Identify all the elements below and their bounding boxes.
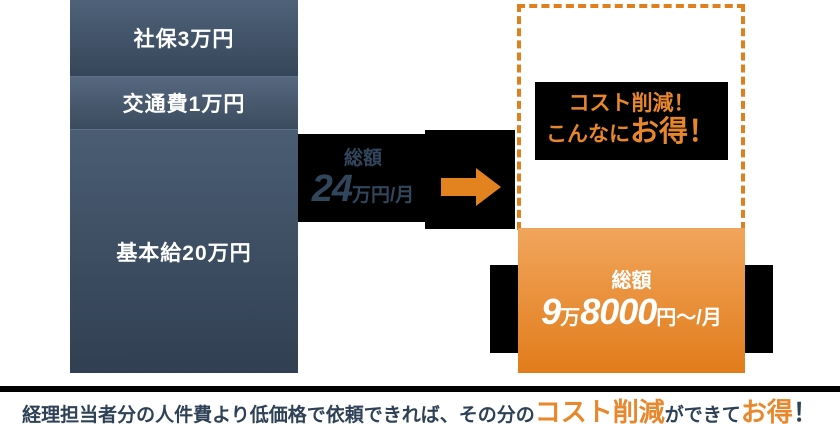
bar-segment-shaho-label: 社保3万円	[133, 28, 235, 51]
before-total-amount-row: 24 万円/月	[312, 170, 415, 208]
arrow-box	[425, 130, 515, 229]
bar-segment-shaho: 社保3万円	[70, 0, 298, 76]
after-total-prefix: 総額	[611, 270, 652, 292]
footer-highlight-cost-reduction: コスト削減	[534, 397, 665, 424]
footer-highlight-otoku: お得	[740, 397, 793, 424]
footer-divider	[0, 386, 840, 392]
after-total-amount1: 9	[541, 291, 561, 332]
footer-text-2: ができて	[664, 405, 741, 424]
footer-exclamation: ！	[792, 399, 818, 424]
bar-segment-kotsuhi: 交通費1万円	[70, 76, 298, 129]
before-total-unit: 万円/月	[352, 184, 415, 206]
after-total-amount2: 8000	[580, 291, 657, 332]
bar-segment-kihonkyu-label: 基本給20万円	[116, 241, 252, 265]
before-cost-bar: 社保3万円 交通費1万円 基本給20万円	[70, 0, 298, 373]
bar-segment-kotsuhi-label: 交通費1万円	[122, 93, 246, 116]
after-total-unit1: 万	[560, 307, 581, 329]
savings-callout-line2-big: お得！	[629, 116, 717, 149]
bar-segment-kihonkyu: 基本給20万円	[70, 129, 298, 373]
footer-note: 経理担当者分の人件費より低価格で依頼できれば、その分の コスト削減 ができて お…	[0, 392, 840, 424]
savings-callout-line2-normal: こんなに	[545, 123, 630, 147]
savings-callout: コスト削減！ こんなに お得！	[535, 82, 728, 160]
right-arrow-icon	[441, 168, 501, 206]
after-total-amount-row: 9 万 8000 円〜/月	[541, 294, 722, 330]
after-total-unit2: 円〜/月	[656, 307, 722, 329]
after-cost-bar: 総額 9 万 8000 円〜/月	[518, 228, 745, 373]
savings-dashed-outline	[517, 4, 745, 230]
before-total-prefix: 総額	[343, 147, 382, 169]
savings-callout-line2: こんなに お得！	[546, 116, 717, 149]
before-total-amount: 24	[311, 167, 353, 210]
savings-callout-line1: コスト削減！	[568, 92, 695, 116]
footer-text-1: 経理担当者分の人件費より低価格で依頼できれば、その分の	[22, 405, 535, 424]
before-total-box: 総額 24 万円/月	[298, 134, 428, 222]
